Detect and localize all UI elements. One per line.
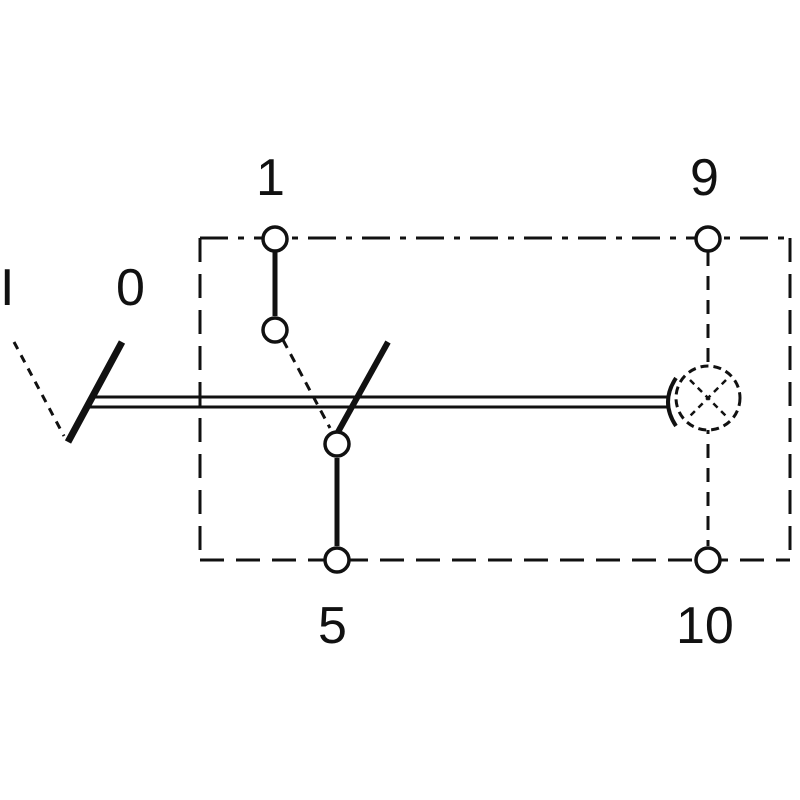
terminal-9-label: 9 <box>690 149 719 207</box>
off-position-label: 0 <box>116 259 145 317</box>
terminal-5 <box>323 546 351 574</box>
actuator-rod <box>90 395 668 409</box>
rocker-lever <box>64 340 126 444</box>
terminal-9 <box>694 225 722 253</box>
terminals <box>261 225 722 574</box>
switch-housing-outline <box>198 236 792 562</box>
terminal-10 <box>694 546 722 574</box>
on-position-label: I <box>0 259 15 317</box>
terminal-5-label: 5 <box>318 597 347 655</box>
terminal-1 <box>261 225 289 253</box>
terminal-1-label: 1 <box>256 149 285 207</box>
contact-swing-dashed <box>281 339 332 429</box>
actuator-rod-end <box>666 376 678 428</box>
rocker-alt-position-dashed <box>12 341 66 437</box>
pivot-contact <box>323 430 351 458</box>
terminal-1-contact <box>261 316 289 344</box>
terminal-10-label: 10 <box>676 597 734 655</box>
contact-blade <box>335 340 391 434</box>
lamp-icon <box>674 364 742 432</box>
